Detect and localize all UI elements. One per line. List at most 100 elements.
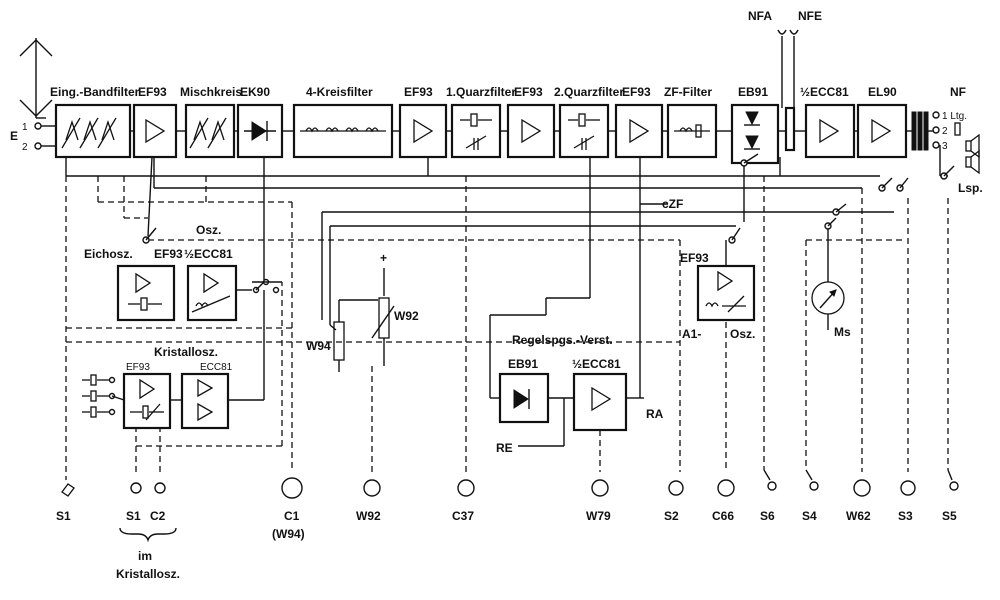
label-osz: Osz. [196,223,221,237]
osc-coil-icon [191,295,231,313]
label-a1-tube: EF93 [680,251,709,265]
block-kristall-ef93 [122,372,172,430]
antenna-symbol [19,38,53,119]
input-label-1: 1 [22,122,28,133]
label-loudspeaker: Lsp. [958,181,983,195]
amp-triangle-icon [197,378,214,398]
label-mixer-tube: EK90 [240,85,270,99]
terminal-c1: C1 (W94) [272,477,305,541]
svg-text:W79: W79 [586,509,611,523]
block-kristall-ecc81 [180,372,230,430]
block-osc-ecc81 [186,264,238,322]
label-af-out: NF [950,85,966,99]
svg-text:C37: C37 [452,509,474,523]
output-transformer [911,111,929,151]
osz-switch [142,227,157,244]
label-nfa: NFA [748,9,772,23]
label-kristall-tube2: ECC81 [200,362,233,373]
label-rf-amp: EF93 [138,85,167,99]
svg-text:S6: S6 [760,509,775,523]
block-if-amp1 [398,103,448,159]
label-crystal-filter1: 1.Quarzfilter [446,85,516,99]
label-re: RE [496,441,513,455]
input-terminals: E 1 2 [10,122,56,153]
meter-icon [811,281,845,330]
diode-icon [513,389,530,409]
amp-triangle-icon [521,118,542,144]
terminal-s3: S3 [898,480,916,523]
label-agc-amp: Regelspgs.-Verst. [512,333,613,347]
label-eichosz: Eichosz. [84,247,133,261]
amp-triangle-icon [871,118,892,144]
amp-triangle-icon [717,270,734,292]
label-detector: EB91 [738,85,768,99]
terminal-s1b: S1 [126,482,142,523]
bracket [119,527,177,543]
label-nfe: NFE [798,9,822,23]
terminal-w62: W62 [846,479,871,523]
input-label-e: E [10,129,18,143]
output-jacks: 1 Ltg. 2 3 Lsp. [932,111,983,195]
agc-wiring [490,397,640,447]
label-if-filter: ZF-Filter [664,85,712,99]
svg-text:S4: S4 [802,509,817,523]
amp-triangle-icon [145,118,166,144]
filter-coil-icon [674,124,710,138]
svg-text:(W94): (W94) [272,527,305,541]
label-w94: W94 [306,339,331,353]
terminal-s4: S4 [802,469,819,523]
terminal-c37: C37 [452,479,475,523]
block-el90 [856,103,908,159]
label-plus: + [380,251,387,265]
terminal-s2: S2 [664,480,684,523]
amp-triangle-icon [135,272,152,294]
block-if-amp2 [506,103,556,159]
a1-switch [725,227,741,266]
label-mixer: Mischkreis [180,85,242,99]
label-af-pre: ½ECC81 [800,85,849,99]
block-a1-osz [696,264,756,322]
crystal-icon [568,113,600,150]
amp-triangle-icon [413,118,434,144]
terminal-c66: C66 [712,479,735,523]
label-osc-tube: ½ECC81 [184,247,233,261]
svg-text:S1: S1 [56,509,71,523]
label-im: im [138,549,152,563]
block-af-preamp [804,103,856,159]
potentiometer-w92: + W92 [339,251,419,366]
block-agc-ecc81 [572,372,628,432]
svg-text:2: 2 [942,126,948,137]
svg-text:S5: S5 [942,509,957,523]
terminal-s5: S5 [942,469,959,523]
block-crystal-filter1 [450,103,502,159]
terminal-s1a: S1 [56,483,75,523]
block-crystal-filter2 [558,103,610,159]
label-if-amp1: EF93 [404,85,433,99]
svg-text:S3: S3 [898,509,913,523]
amp-triangle-icon [197,402,214,422]
svg-text:C66: C66 [712,509,734,523]
potentiometer-w94: W94 [306,300,345,372]
crystal-icon [130,403,164,421]
amp-triangle-icon [629,118,650,144]
svg-text:S2: S2 [664,509,679,523]
label-agc-diode: EB91 [508,357,538,371]
crystal-icon [128,297,162,311]
filter-coil-chain [300,127,386,133]
mixer-coils [189,117,227,149]
svg-text:W92: W92 [356,509,381,523]
amp-triangle-icon [139,378,156,400]
svg-text:3: 3 [942,141,948,152]
block-mixer [184,103,236,159]
label-if-amp3: EF93 [622,85,651,99]
label-a1: A1- [682,327,701,341]
selector-switches [740,153,955,230]
diode-icon [744,111,760,150]
label-kristall-tube1: EF93 [126,362,150,373]
block-if-amp3 [614,103,664,159]
label-af-power: EL90 [868,85,897,99]
amp-triangle-icon [819,118,840,144]
label-kristallosz: Kristallosz. [154,345,218,359]
amp-triangle-icon [591,386,612,412]
